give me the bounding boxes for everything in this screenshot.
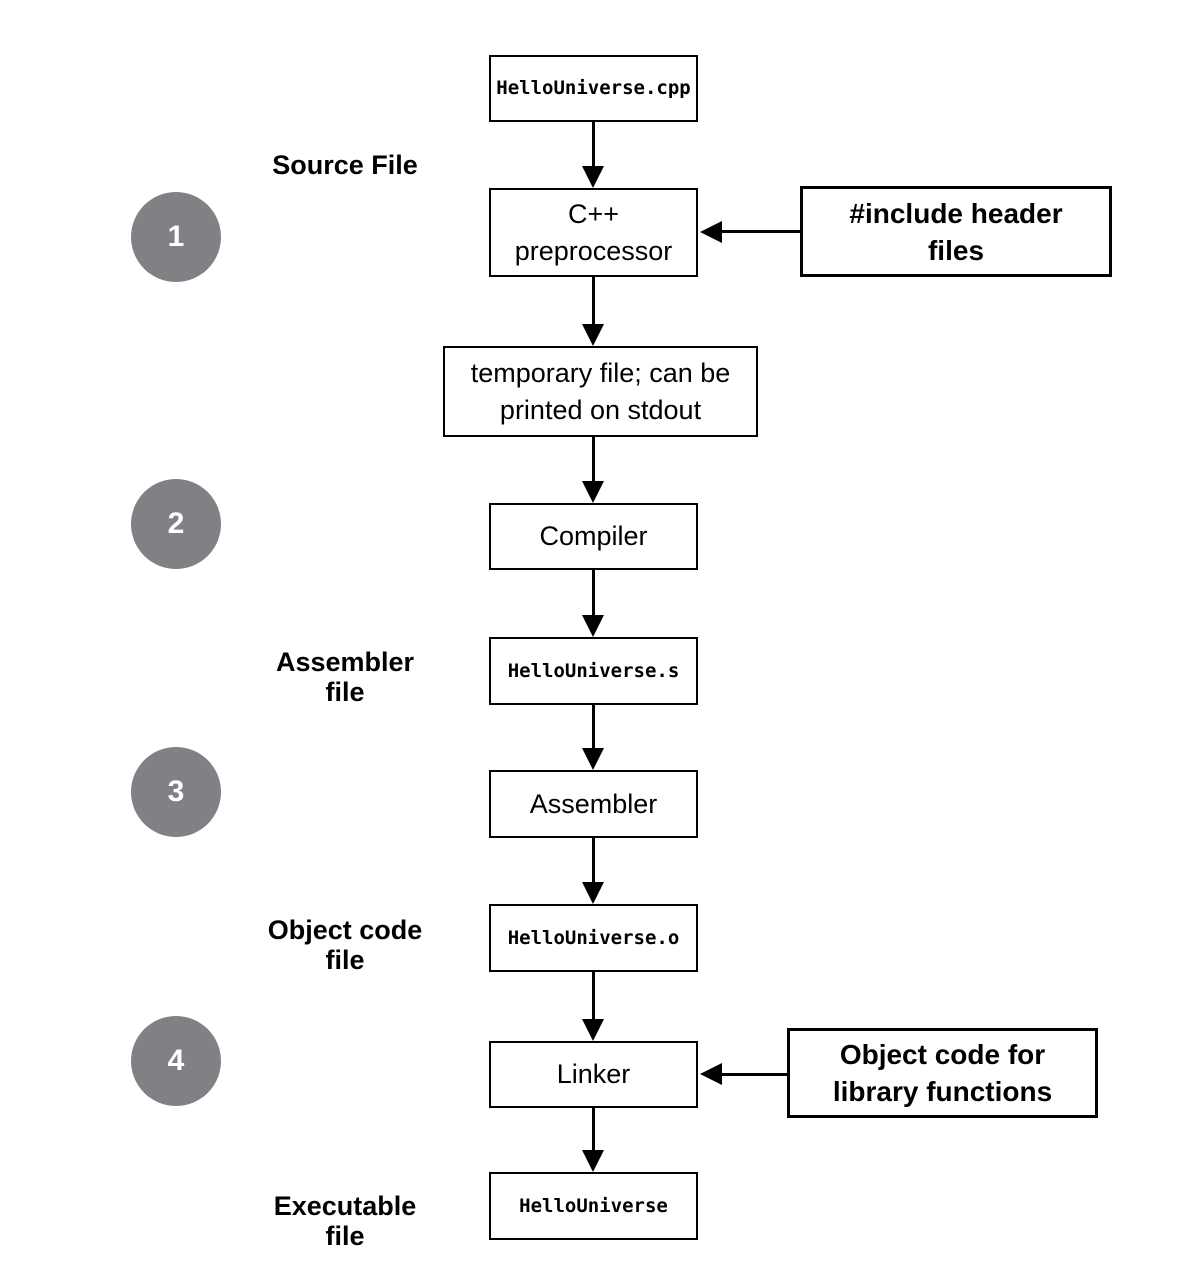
arrowhead-down-icon [582, 1019, 604, 1041]
stage-label-object-code-file: Object code file [267, 915, 423, 975]
arrow-line [592, 972, 595, 1021]
include-headers-box: #include header files [800, 186, 1112, 277]
arrowhead-down-icon [582, 748, 604, 770]
arrow-line [592, 1108, 595, 1152]
arrow-line [720, 230, 800, 233]
stage-label-source-file: Source File [272, 150, 418, 180]
arrow-line [592, 705, 595, 750]
temp-file-box: temporary file; can be printed on stdout [443, 346, 758, 437]
step-circle-2: 2 [131, 479, 221, 569]
arrow-line [592, 122, 595, 168]
preprocessor-box: C++ preprocessor [489, 188, 698, 277]
arrowhead-down-icon [582, 1150, 604, 1172]
arrow-line [592, 277, 595, 326]
compiler-box: Compiler [489, 503, 698, 570]
arrowhead-down-icon [582, 615, 604, 637]
arrowhead-down-icon [582, 481, 604, 503]
arrowhead-down-icon [582, 166, 604, 188]
arrow-line [592, 570, 595, 617]
stage-label-executable-file: Executable file [273, 1191, 417, 1251]
arrowhead-left-icon [700, 221, 722, 243]
source-file-box: HelloUniverse.cpp [489, 55, 698, 122]
object-file-box: HelloUniverse.o [489, 904, 698, 972]
arrowhead-down-icon [582, 324, 604, 346]
stage-label-assembler-file: Assembler file [275, 647, 415, 707]
arrowhead-left-icon [700, 1063, 722, 1085]
step-circle-1: 1 [131, 192, 221, 282]
assembler-file-box: HelloUniverse.s [489, 637, 698, 705]
arrow-line [592, 437, 595, 483]
executable-box: HelloUniverse [489, 1172, 698, 1240]
linker-box: Linker [489, 1041, 698, 1108]
arrow-line [592, 838, 595, 884]
assembler-box: Assembler [489, 770, 698, 838]
step-circle-4: 4 [131, 1016, 221, 1106]
arrowhead-down-icon [582, 882, 604, 904]
arrow-line [720, 1073, 787, 1076]
step-circle-3: 3 [131, 747, 221, 837]
library-objects-box: Object code for library functions [787, 1028, 1098, 1118]
